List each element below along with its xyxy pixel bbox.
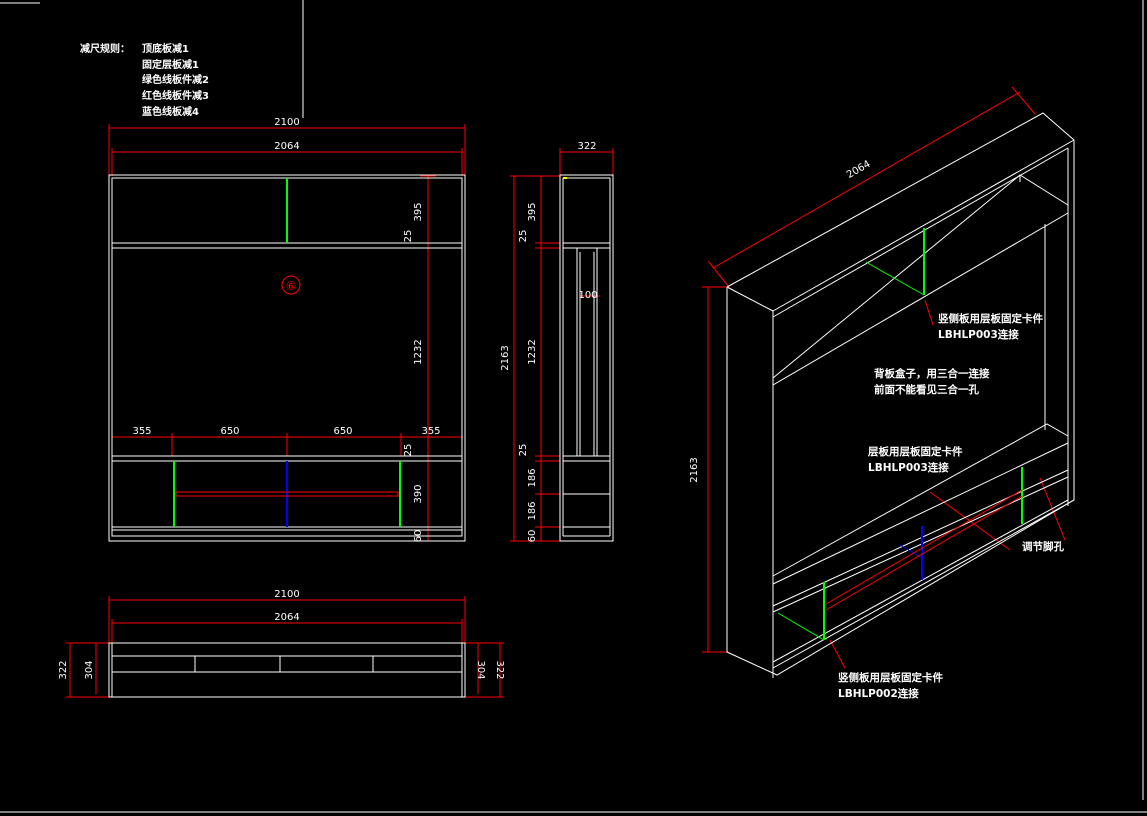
iso-callout-back-line2: 前面不能看见三合一孔 — [874, 383, 979, 396]
front-view: 2100 2064 ⑥ 395 25 1232 25 390 60 355 — [108, 117, 466, 543]
rule-label: 减尺规则： — [80, 42, 130, 55]
iso-colored-parts — [777, 228, 1023, 641]
side-dim-vertical: 186 — [527, 468, 538, 487]
iso-callout-lower-line1: 竖侧板用层板固定卡件 — [838, 671, 943, 684]
side-dim-vertical: 1232 — [527, 339, 538, 364]
rule-item: 顶底板减1 — [142, 42, 189, 55]
top-cabinet-outline — [108, 642, 466, 698]
top-dim-depth-outer-right: 322 — [494, 660, 505, 679]
panel-marker-circle — [281, 275, 301, 295]
side-dim-vertical: 25 — [518, 444, 529, 457]
top-dim-total-width: 2100 — [274, 589, 299, 600]
rule-item: 蓝色线板减4 — [142, 105, 199, 118]
iso-callout-lower-line2: LBHLP002连接 — [838, 687, 919, 700]
side-dim-back-box: 100 — [578, 290, 597, 301]
top-dim-depth-inner-right: 304 — [475, 660, 486, 679]
isometric-view: 2064 2163 — [689, 86, 1075, 700]
front-dim-bottom-segment: 650 — [220, 426, 239, 437]
front-dim-bottom-segment: 355 — [421, 426, 440, 437]
reduction-rules-note: 减尺规则： 顶底板减1 固定层板减1 绿色线板件减2 红色线板件减3 蓝色线板减… — [80, 42, 209, 118]
front-dim-lower-height: 390 — [413, 484, 424, 503]
iso-callout-shelf-line1: 层板用层板固定卡件 — [868, 445, 963, 458]
side-dim-vertical: 395 — [527, 202, 538, 221]
front-dim-bottom-segment: 650 — [333, 426, 352, 437]
panel-marker: ⑥ — [286, 279, 297, 293]
side-dimension-lines — [510, 148, 614, 542]
iso-callout-foot: 调节脚孔 — [1022, 540, 1064, 553]
iso-callout-shelf-line2: LBHLP003连接 — [868, 461, 949, 474]
top-dimension-lines — [66, 596, 504, 698]
side-dim-vertical: 25 — [518, 230, 529, 243]
front-dim-total-width: 2100 — [274, 117, 299, 128]
front-colored-parts — [173, 178, 401, 527]
front-dim-middle-height: 1232 — [413, 339, 424, 364]
side-dim-total-height: 2163 — [500, 345, 511, 370]
front-dim-base: 60 — [413, 530, 424, 543]
side-dim-vertical: 60 — [527, 530, 538, 543]
iso-dim-height: 2163 — [689, 457, 700, 482]
iso-callout-upper-line2: LBHLP003连接 — [938, 328, 1019, 341]
front-dim-inner-width: 2064 — [274, 141, 299, 152]
front-dim-lower-shelf: 25 — [403, 444, 414, 457]
iso-dim-width: 2064 — [845, 159, 873, 181]
side-cabinet-outline — [559, 174, 614, 542]
rule-item: 红色线板件减3 — [142, 89, 209, 102]
iso-callout-back-line1: 背板盒子，用三合一连接 — [874, 367, 990, 380]
side-view: 322 2163 395 25 1232 25 186 186 60 100 — [500, 141, 614, 543]
top-dim-depth-inner-left: 304 — [84, 660, 95, 679]
top-dim-inner-width: 2064 — [274, 612, 299, 623]
iso-cabinet-outline — [726, 112, 1075, 678]
side-dim-vertical: 186 — [527, 501, 538, 520]
front-dim-top-shelf: 25 — [403, 230, 414, 243]
front-dim-bottom-segment: 355 — [132, 426, 151, 437]
top-dim-depth-outer-left: 322 — [58, 660, 69, 679]
top-view: 2100 2064 322 304 304 322 — [58, 589, 505, 698]
iso-callout-upper-line1: 竖侧板用层板固定卡件 — [938, 312, 1043, 325]
rule-item: 绿色线板件减2 — [142, 73, 209, 86]
rule-item: 固定层板减1 — [142, 58, 199, 71]
side-dim-depth: 322 — [577, 141, 596, 152]
front-dim-top-height: 395 — [413, 202, 424, 221]
